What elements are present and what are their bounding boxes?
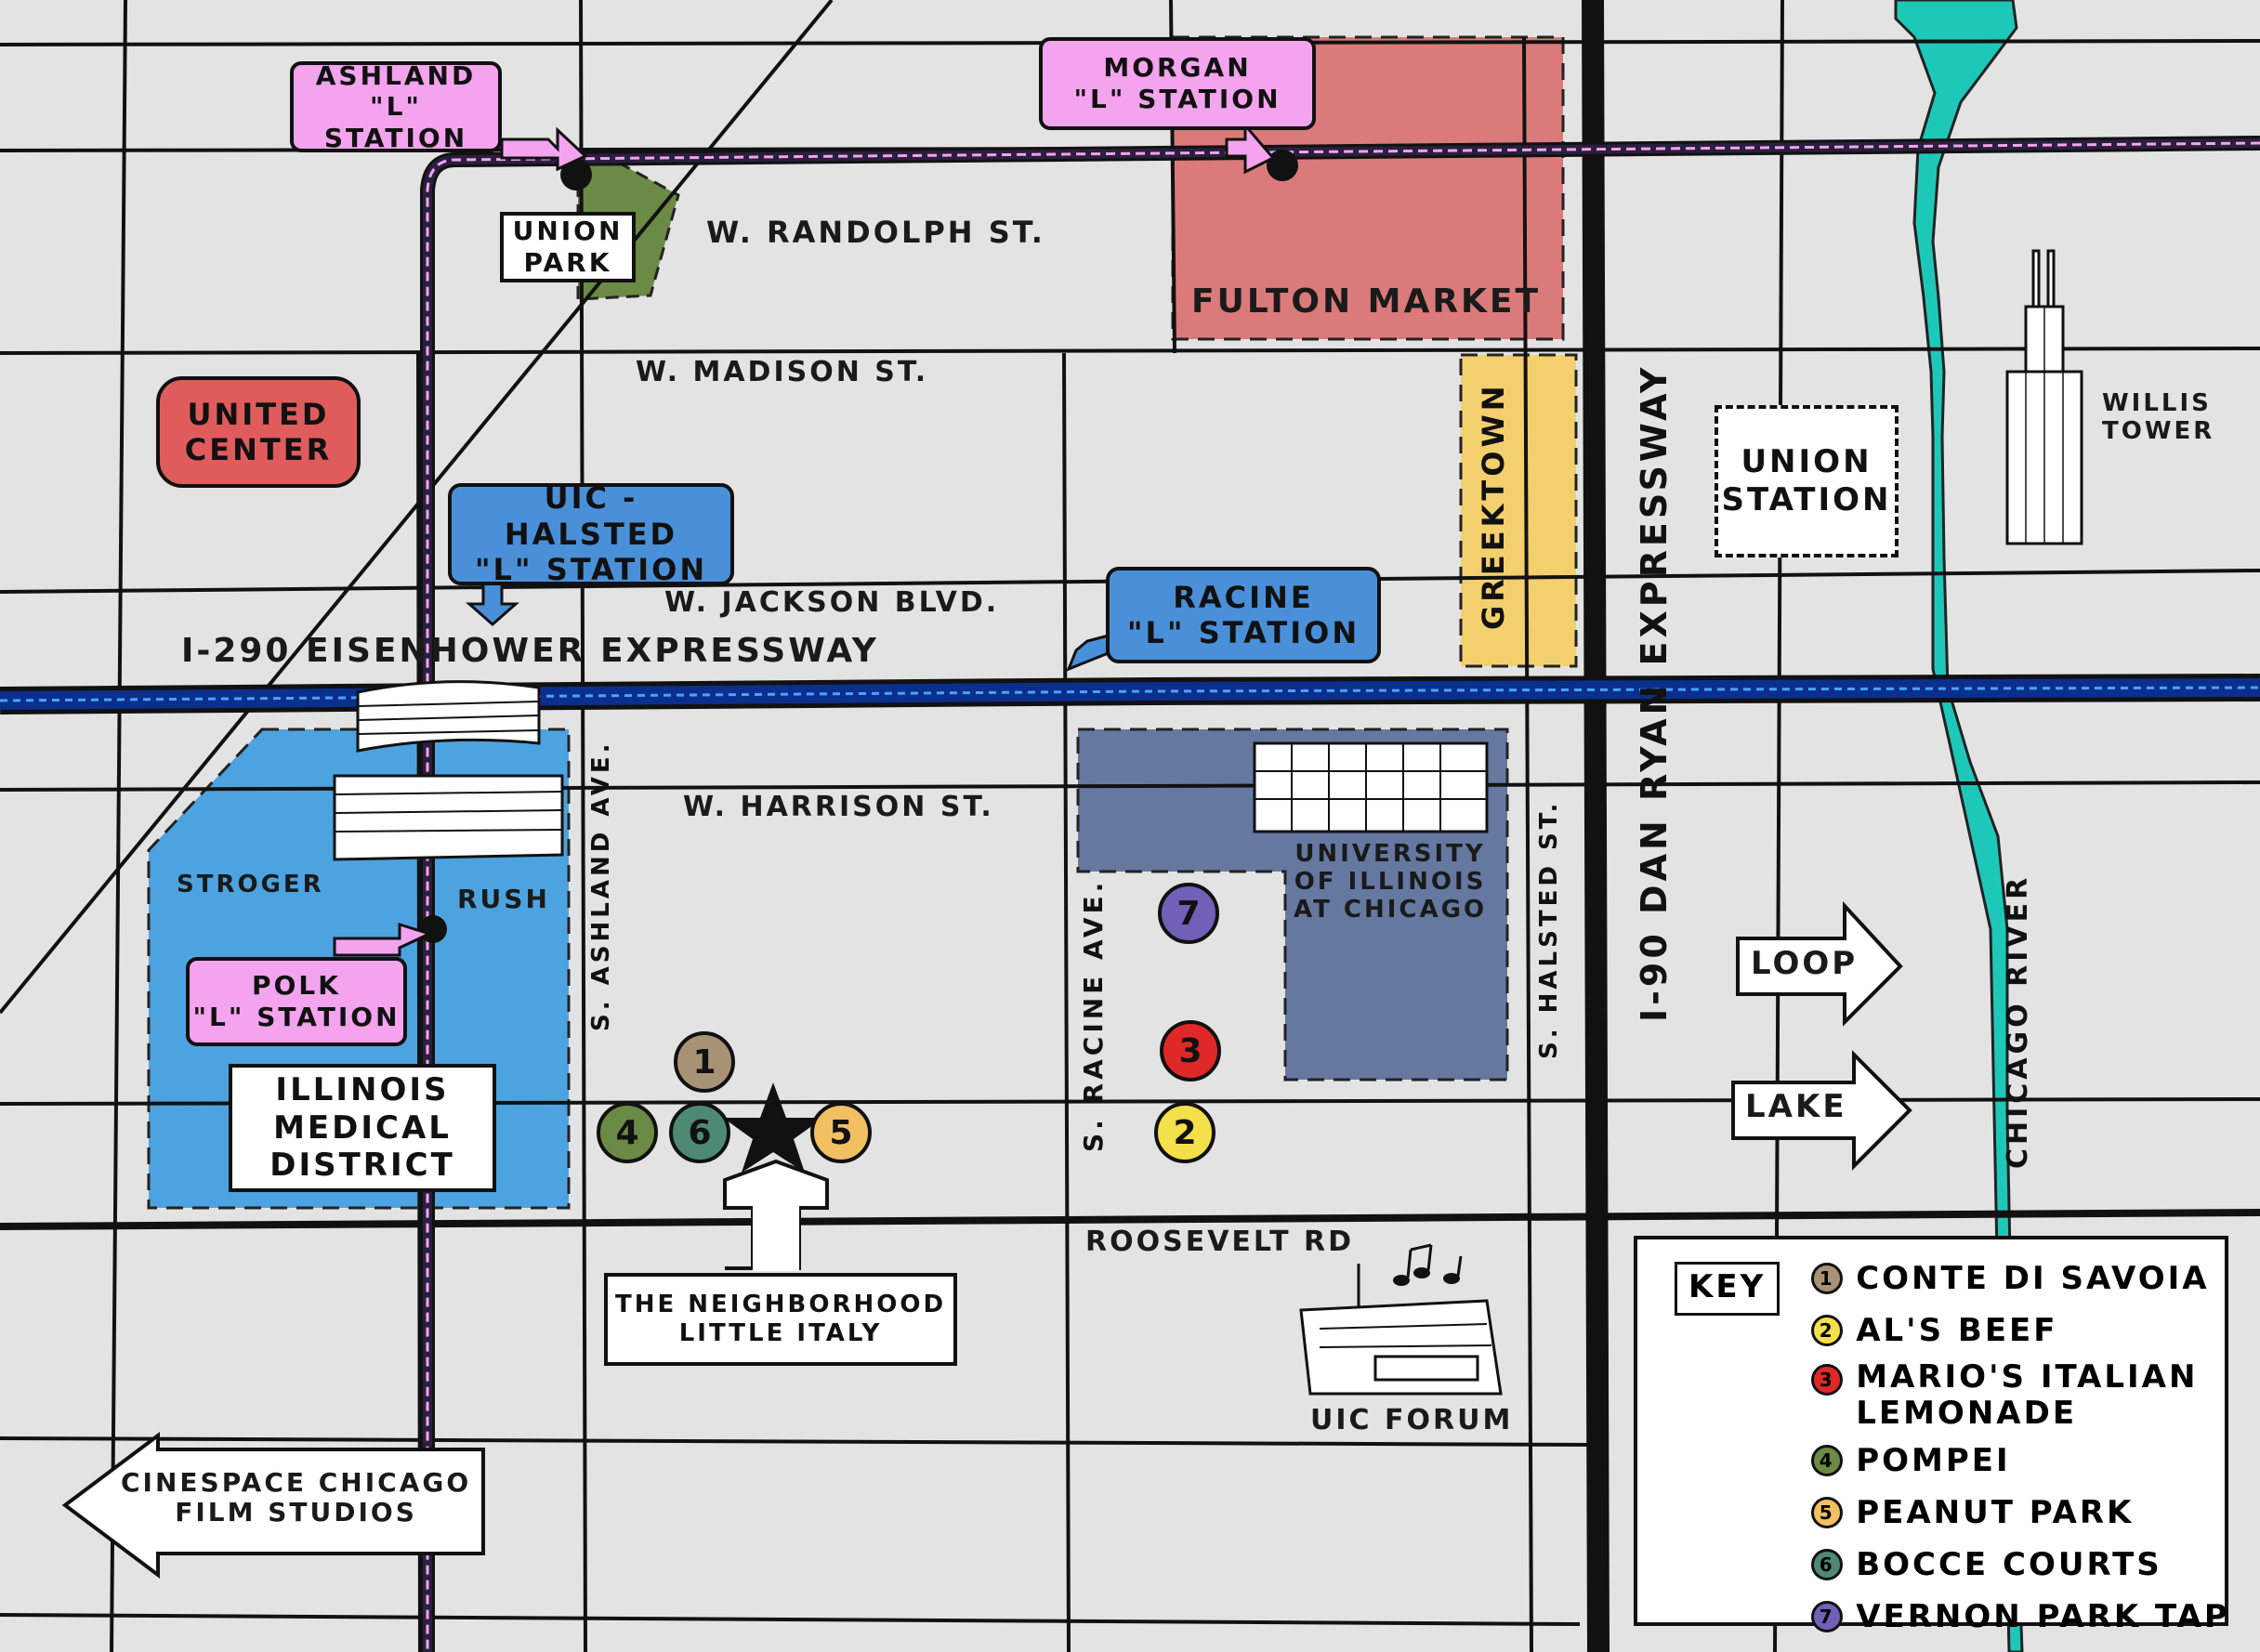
marker-2[interactable]: 2 [1154, 1102, 1215, 1163]
key-label-4: POMPEI [1856, 1442, 2011, 1479]
key-item: 5 PEANUT PARK [1811, 1487, 2230, 1539]
neighborhood-label[interactable]: THE NEIGHBORHOOD LITTLE ITALY [604, 1273, 957, 1366]
union-park-text: UNION PARK [512, 216, 624, 278]
racine-avenue-label: S. RACINE AVE. [1078, 878, 1109, 1152]
key-label-6: BOCCE COURTS [1856, 1546, 2162, 1583]
lake-label: LAKE [1745, 1088, 1847, 1125]
marker-number: 2 [1173, 1113, 1197, 1152]
cinespace-label: CINESPACE CHICAGO FILM STUDIOS [121, 1467, 472, 1528]
ashland-arrow [500, 126, 588, 172]
uic-halsted-station-label[interactable]: UIC - HALSTED "L" STATION [448, 480, 734, 588]
uic-halsted-station-text: UIC - HALSTED "L" STATION [474, 480, 708, 588]
willis-tower-label: WILLIS TOWER [2102, 389, 2215, 445]
neighborhood-text: THE NEIGHBORHOOD LITTLE ITALY [614, 1290, 947, 1347]
music-notes-icon [1393, 1243, 1463, 1286]
ashland-avenue-label: S. ASHLAND AVE. [587, 740, 615, 1031]
cinespace-arrow[interactable] [61, 1432, 485, 1579]
dan-ryan-expressway [1582, 0, 1610, 1652]
eisenhower-expressway [0, 674, 2260, 715]
key-item: 2 AL'S BEEF [1811, 1305, 2230, 1357]
key-label-3: MARIO'S ITALIAN LEMONADE [1856, 1357, 2199, 1432]
union-park-label[interactable]: UNION PARK [500, 212, 636, 282]
medical-district-label[interactable]: ILLINOIS MEDICAL DISTRICT [229, 1064, 496, 1192]
key-item: 1 CONTE DI SAVOIA [1811, 1252, 2230, 1305]
uic-building-icon [1253, 741, 1489, 833]
marker-1[interactable]: 1 [674, 1031, 735, 1093]
ashland-station-label[interactable]: ASHLAND "L" STATION [290, 59, 502, 153]
greektown-area[interactable] [1459, 353, 1578, 668]
key-label-5: PEANUT PARK [1856, 1494, 2135, 1531]
key-marker-4: 4 [1811, 1445, 1844, 1476]
morgan-station-text: MORGAN "L" STATION [1073, 52, 1281, 114]
racine-station-text: RACINE "L" STATION [1126, 579, 1360, 650]
key-title: KEY [1675, 1262, 1780, 1316]
marker-5[interactable]: 5 [810, 1102, 872, 1163]
key-marker-2: 2 [1811, 1315, 1844, 1346]
eisenhower-expressway-label: I-290 EISENHOWER EXPRESSWAY [181, 632, 879, 670]
key-marker-1: 1 [1811, 1263, 1844, 1294]
uic-forum-label: UIC FORUM [1310, 1404, 1514, 1436]
marker-number: 7 [1176, 894, 1201, 933]
morgan-station-label[interactable]: MORGAN "L" STATION [1039, 37, 1316, 130]
key-label-1: CONTE DI SAVOIA [1856, 1260, 2210, 1297]
jackson-blvd-label: W. JACKSON BLVD. [664, 586, 1000, 619]
chicago-river-label: CHICAGO RIVER [2002, 873, 2034, 1169]
harrison-street-label: W. HARRISON ST. [683, 791, 994, 823]
polk-station-dot[interactable] [419, 915, 447, 943]
united-center-label[interactable]: UNITED CENTER [156, 376, 361, 488]
morgan-arrow [1225, 121, 1276, 175]
key-item: 6 BOCCE COURTS [1811, 1539, 2230, 1591]
loop-label: LOOP [1751, 945, 1859, 982]
marker-6[interactable]: 6 [669, 1102, 730, 1163]
key-marker-5: 5 [1811, 1497, 1844, 1528]
marker-3[interactable]: 3 [1160, 1020, 1221, 1082]
racine-station-label[interactable]: RACINE "L" STATION [1106, 567, 1381, 663]
key-item: 4 POMPEI [1811, 1435, 2230, 1487]
key-item: 7 VERNON PARK TAP [1811, 1591, 2230, 1643]
halsted-street-label: S. HALSTED ST. [1535, 799, 1563, 1059]
greektown-label: GREEKTOWN [1476, 382, 1511, 630]
medical-district-text: ILLINOIS MEDICAL DISTRICT [269, 1070, 455, 1185]
ashland-station-dot[interactable] [560, 159, 592, 190]
l-train-lines [420, 136, 2260, 1652]
hospital-building-icon [333, 680, 564, 861]
willis-tower-icon [2005, 249, 2083, 545]
marker-4[interactable]: 4 [597, 1102, 658, 1163]
key-label-2: AL'S BEEF [1856, 1312, 2058, 1349]
polk-station-text: POLK "L" STATION [192, 970, 401, 1032]
uic-forum-building-icon [1299, 1264, 1503, 1396]
lake-arrow[interactable] [1731, 1050, 1912, 1171]
marker-number: 6 [688, 1113, 712, 1152]
key-label-7: VERNON PARK TAP [1856, 1598, 2230, 1635]
union-station-text: UNION STATION [1721, 443, 1892, 518]
loop-arrow[interactable] [1736, 900, 1903, 1027]
randolph-street-label: W. RANDOLPH ST. [706, 215, 1045, 250]
key-marker-3: 3 [1811, 1364, 1844, 1396]
star-icon [723, 1082, 823, 1173]
polk-arrow [333, 922, 434, 957]
key-list: 1 CONTE DI SAVOIA 2 AL'S BEEF 3 MARIO'S ITA… [1811, 1252, 2230, 1643]
marker-number: 3 [1178, 1031, 1202, 1070]
marker-7[interactable]: 7 [1158, 883, 1219, 944]
fulton-market-label: FULTON MARKET [1191, 282, 1542, 321]
marker-number: 1 [692, 1042, 716, 1082]
marker-number: 4 [615, 1113, 639, 1152]
rush-label: RUSH [457, 884, 550, 914]
madison-street-label: W. MADISON ST. [636, 356, 929, 388]
uic-label: UNIVERSITY OF ILLINOIS AT CHICAGO [1294, 840, 1488, 924]
united-center-text: UNITED CENTER [184, 396, 333, 467]
polk-station-label[interactable]: POLK "L" STATION [186, 957, 407, 1046]
marker-number: 5 [829, 1113, 853, 1152]
roosevelt-road-label: ROOSEVELT RD [1085, 1226, 1354, 1258]
ashland-station-text: ASHLAND "L" STATION [315, 59, 477, 153]
map-key: KEY 1 CONTE DI SAVOIA 2 AL'S BEEF 3 MARIO'S… [1634, 1236, 2228, 1635]
union-station-label[interactable]: UNION STATION [1715, 405, 1899, 557]
dan-ryan-expressway-label: I-90 DAN RYAN EXPRESSWAY [1634, 363, 1675, 1022]
key-marker-6: 6 [1811, 1549, 1844, 1580]
key-marker-7: 7 [1811, 1601, 1844, 1632]
key-item: 3 MARIO'S ITALIAN LEMONADE [1811, 1357, 2230, 1435]
stroger-label: STROGER [177, 871, 324, 898]
